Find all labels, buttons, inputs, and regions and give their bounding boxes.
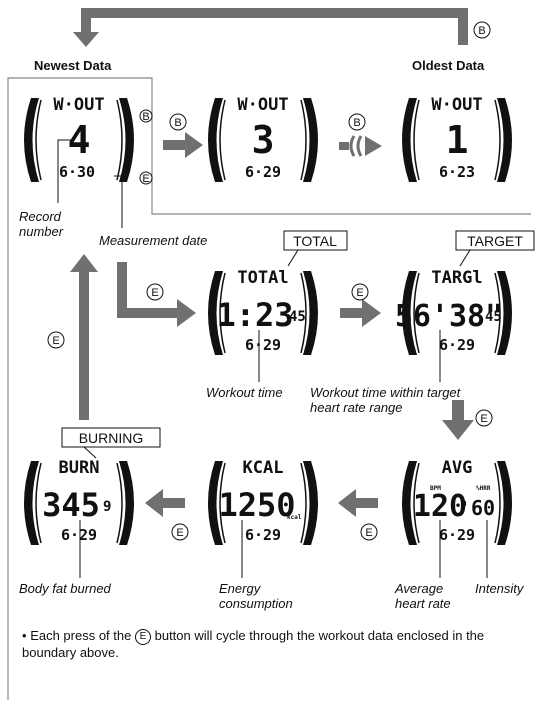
arrow-3-to-1 [339,135,382,157]
arrow-burn-to-record [70,254,98,420]
oldest-data-label: Oldest Data [412,58,485,73]
b-button-icon: B [169,113,187,131]
record-number-label: number [19,224,64,239]
svg-text:%HRR: %HRR [476,485,491,492]
svg-text:60: 60 [471,496,495,520]
svg-text:KCAL: KCAL [243,458,284,478]
svg-text:E: E [52,335,59,347]
b-button-icon: B [473,21,491,39]
svg-text:B: B [353,117,360,129]
display-kcal: KCAL 1250 kcal 6·29 [207,458,319,546]
instruction-note: • Each press of the E button will cycle … [22,628,522,661]
b-button-icon: B [348,113,366,131]
measurement-date-label: Measurement date [99,233,207,248]
svg-text:6·23: 6·23 [439,163,475,181]
svg-text:56'38": 56'38" [395,299,503,334]
burning-tag: BURNING [61,427,161,459]
svg-text:BPM: BPM [430,485,441,492]
svg-text:3: 3 [252,118,275,162]
display-workout-4: W·OUT 4 6·30 [23,95,135,183]
svg-text:9: 9 [103,499,111,515]
e-button-icon: E [134,628,151,645]
svg-text:TOTAl: TOTAl [237,268,288,288]
svg-text:6·29: 6·29 [439,526,475,544]
display-target-time: TARGl 56'38" 45 6·29 [395,268,513,356]
e-button-icon: E [146,283,164,301]
arrow-kcal-to-burn [145,489,185,517]
bullet: • [22,628,27,643]
avg-hr-label: heart rate [395,596,451,611]
svg-text:BURNING: BURNING [79,430,144,446]
svg-text:TOTAL: TOTAL [293,233,337,249]
intensity-label: Intensity [475,581,525,596]
body-fat-label: Body fat burned [19,581,112,596]
svg-text:E: E [176,527,183,539]
svg-text:6·29: 6·29 [245,163,281,181]
e-button-icon: E [47,331,65,349]
arrow-total-to-target [340,299,381,327]
svg-text:BURN: BURN [59,458,100,478]
b-button-icon: B [139,109,153,123]
svg-text:E: E [142,173,149,185]
display-average-hr: AVG BPM %HRR 120 60 6·29 [401,458,513,546]
svg-text:345: 345 [42,486,100,524]
svg-text:6·29: 6·29 [61,526,97,544]
data-boundary [7,77,531,700]
svg-text:1: 1 [446,118,469,162]
target-tag: TARGET [455,230,535,267]
svg-text:E: E [151,287,158,299]
svg-text:1:23: 1:23 [216,296,293,334]
svg-text:45: 45 [485,309,502,325]
display-workout-1: W·OUT 1 6·23 [401,95,513,183]
total-tag: TOTAL [283,230,348,267]
energy-label: consumption [219,596,293,611]
svg-text:4: 4 [68,118,91,162]
svg-text:E: E [365,527,372,539]
energy-label: Energy [219,581,262,596]
svg-text:6·30: 6·30 [59,163,95,181]
record-number-leader [57,139,73,203]
target-time-label: heart rate range [310,400,403,415]
svg-text:kcal: kcal [287,514,302,521]
svg-text:W·OUT: W·OUT [53,95,104,115]
arrow-target-to-avg [442,400,474,440]
arrow-avg-to-kcal [338,489,378,517]
return-arrow [73,8,468,47]
arrow-record-to-total [117,262,196,327]
arrow-4-to-3 [163,132,203,158]
e-button-icon: E [139,171,153,185]
note-text-pre: Each press of the [30,628,132,643]
record-number-label: Record [19,209,62,224]
svg-text:E: E [480,413,487,425]
e-button-icon: E [171,523,189,541]
svg-text:45: 45 [289,309,306,325]
svg-text:B: B [142,111,149,123]
target-time-label: Workout time within target [310,385,462,400]
svg-text:W·OUT: W·OUT [237,95,288,115]
svg-text:B: B [478,25,485,37]
display-workout-3: W·OUT 3 6·29 [207,95,319,183]
svg-text:W·OUT: W·OUT [431,95,482,115]
note-text-post: button will cycle through the workout da… [22,628,485,660]
e-button-icon: E [351,283,369,301]
newest-data-label: Newest Data [34,58,112,73]
avg-hr-label: Average [394,581,443,596]
measurement-date-leader [114,175,123,228]
e-button-icon: E [475,409,493,427]
svg-text:6·29: 6·29 [245,336,281,354]
svg-text:B: B [174,117,181,129]
workout-time-label: Workout time [206,385,283,400]
svg-text:TARGl: TARGl [431,268,482,288]
svg-text:1250: 1250 [218,486,295,524]
svg-text:6·29: 6·29 [439,336,475,354]
svg-text:E: E [356,287,363,299]
display-total-time: TOTAl 1:23 45 6·29 [207,268,319,356]
svg-text:AVG: AVG [442,458,473,478]
e-button-icon: E [360,523,378,541]
display-fat-burn: BURN 345 9 6·29 [23,458,135,546]
svg-text:120: 120 [413,489,467,524]
svg-text:TARGET: TARGET [467,233,523,249]
svg-text:6·29: 6·29 [245,526,281,544]
